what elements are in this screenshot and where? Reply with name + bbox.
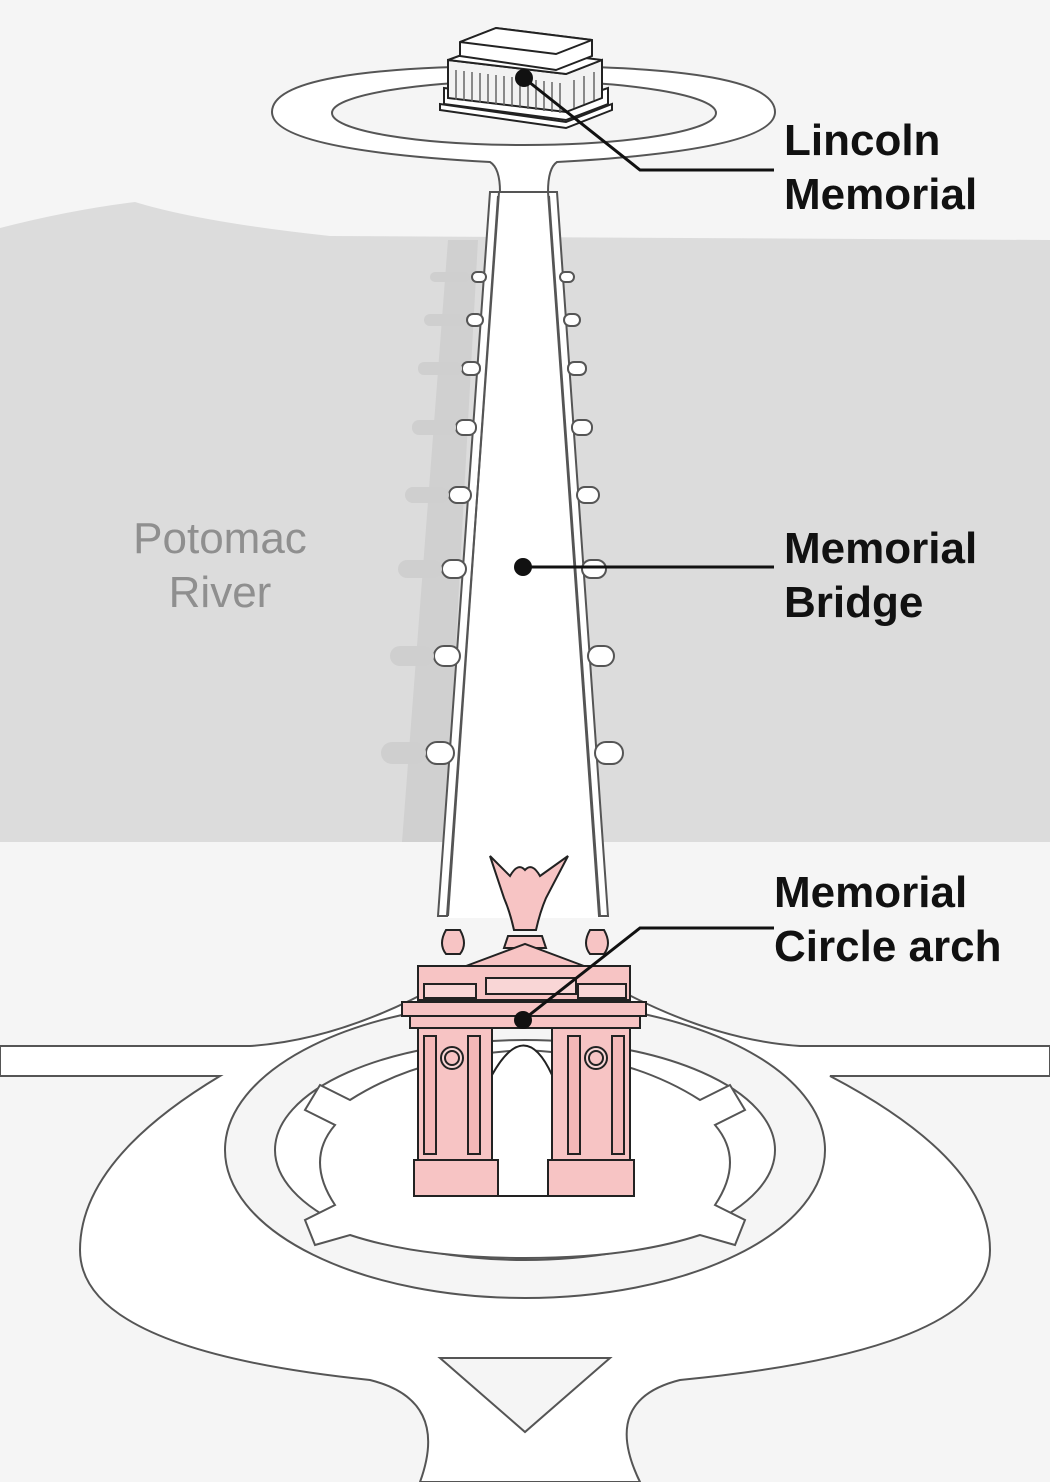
pier bbox=[461, 361, 481, 376]
memorial-bridge-label: Memorial Bridge bbox=[784, 522, 977, 630]
arch-leader-dot bbox=[514, 1011, 532, 1029]
pier bbox=[441, 559, 467, 579]
pier bbox=[571, 419, 593, 436]
river-label-line2: River bbox=[168, 568, 272, 617]
pier bbox=[466, 313, 484, 327]
arch-label-line2: Circle arch bbox=[774, 922, 1002, 971]
pier bbox=[567, 361, 587, 376]
bridge-right-edge bbox=[548, 195, 601, 917]
pier bbox=[576, 486, 600, 504]
pier bbox=[455, 419, 477, 436]
pier bbox=[559, 271, 575, 283]
pier bbox=[594, 741, 624, 765]
pier bbox=[448, 486, 472, 504]
arch-leader-line bbox=[522, 926, 774, 1022]
memorial-circle-arch-label: Memorial Circle arch bbox=[774, 866, 1001, 974]
lincoln-label-line1: Lincoln bbox=[784, 116, 941, 165]
memorial-arch-icon bbox=[401, 855, 647, 1197]
pier-shadows bbox=[381, 272, 470, 764]
bridge-piers bbox=[425, 271, 624, 765]
pier bbox=[471, 271, 487, 283]
bridge-label-line1: Memorial bbox=[784, 524, 978, 573]
pier bbox=[587, 645, 615, 667]
lincoln-leader-line bbox=[523, 76, 774, 172]
lincoln-memorial-label: Lincoln Memorial bbox=[784, 114, 977, 222]
bridge-leader-dot bbox=[514, 558, 532, 576]
memorial-bridge-deck bbox=[440, 180, 608, 918]
bridge-label-line2: Bridge bbox=[784, 578, 924, 627]
pier bbox=[425, 741, 455, 765]
river-shoal bbox=[402, 240, 478, 842]
bridge-left-edge bbox=[447, 195, 499, 917]
river-label-line1: Potomac bbox=[133, 514, 307, 563]
leader-lines bbox=[522, 76, 774, 1022]
arch-label-line1: Memorial bbox=[774, 868, 968, 917]
lincoln-leader-dot bbox=[515, 69, 533, 87]
lincoln-label-line2: Memorial bbox=[784, 170, 978, 219]
bridge-left-rail bbox=[436, 191, 501, 917]
pier bbox=[581, 559, 607, 579]
potomac-river-label: Potomac River bbox=[90, 512, 350, 620]
pier bbox=[563, 313, 581, 327]
pier bbox=[433, 645, 461, 667]
triangle-island bbox=[437, 1357, 613, 1434]
